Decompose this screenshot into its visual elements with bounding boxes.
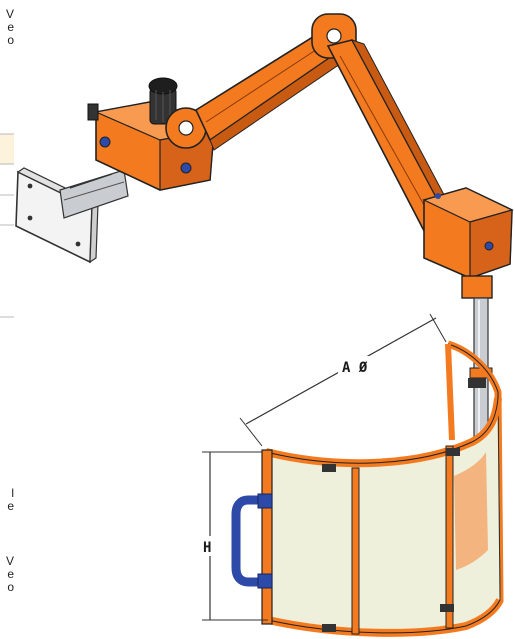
shield-glass bbox=[269, 343, 501, 635]
mount-rods bbox=[59, 169, 129, 219]
edge-text-fragment: V e o bbox=[5, 7, 14, 47]
shield-front-frame bbox=[261, 397, 504, 637]
clamp-knob bbox=[148, 77, 178, 125]
edge-text-fragment: V e o bbox=[5, 554, 14, 594]
edge-table-fragment bbox=[0, 133, 14, 318]
dimension-height: H bbox=[198, 451, 268, 621]
dimension-diameter: A Ø bbox=[239, 313, 447, 447]
diameter-label: A Ø bbox=[342, 360, 368, 376]
shield-handle bbox=[231, 493, 273, 589]
edge-text-fragment: l e bbox=[7, 486, 14, 513]
wrist-block bbox=[422, 187, 514, 299]
pivot-joint-base bbox=[165, 107, 207, 149]
height-label: H bbox=[203, 540, 211, 556]
